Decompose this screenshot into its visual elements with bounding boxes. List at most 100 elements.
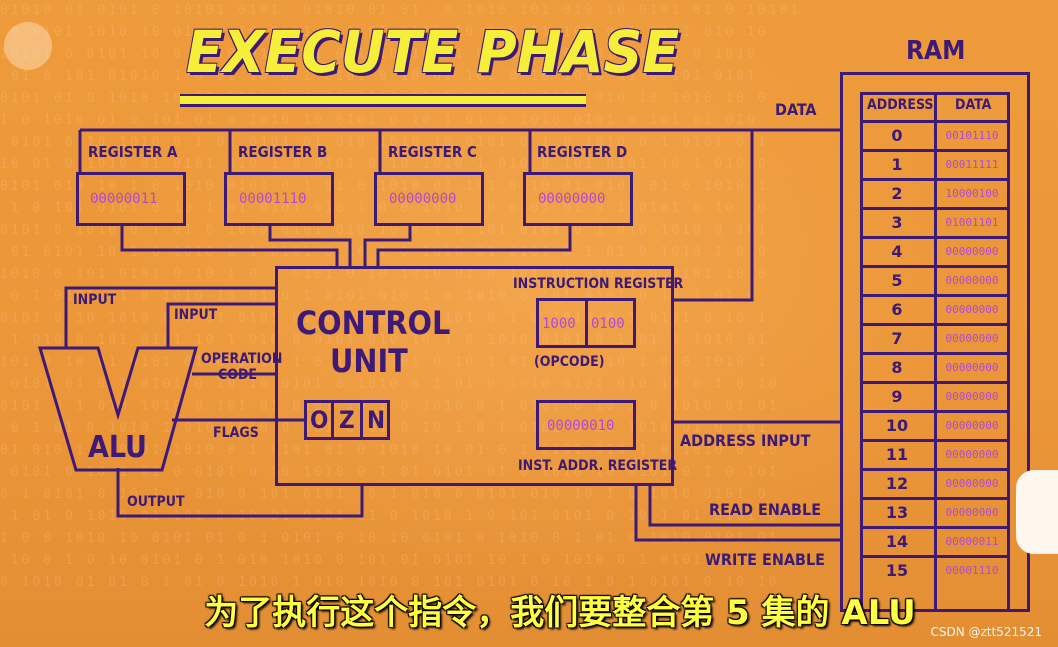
ram-address-cell: 2 <box>891 184 903 203</box>
opcode-label: (OPCODE) <box>534 354 605 370</box>
register-b-value: 00001110 <box>239 191 307 207</box>
register-a-value: 00000011 <box>90 191 158 207</box>
address-input-label: ADDRESS INPUT <box>680 431 811 450</box>
ram-address-cell: 10 <box>885 416 909 435</box>
control-unit-box <box>275 266 674 486</box>
ram-address-cell: 3 <box>891 213 903 232</box>
flag-n: N <box>367 406 386 434</box>
control-unit-label-line1: CONTROL <box>296 304 451 342</box>
watermark: CSDN @ztt521521 <box>930 625 1042 639</box>
instruction-register-label: INSTRUCTION REGISTER <box>513 276 684 292</box>
alu-code-label: CODE <box>218 367 258 383</box>
flag-o: O <box>310 406 329 434</box>
side-panel-tab[interactable] <box>1016 470 1058 554</box>
register-c-value: 00000000 <box>389 191 457 207</box>
ram-data-cell: 00011111 <box>945 158 999 171</box>
ram-row-divider <box>860 410 1010 413</box>
ram-address-cell: 12 <box>885 474 909 493</box>
ram-address-cell: 8 <box>891 358 903 377</box>
alu-input-a-label: INPUT <box>73 292 117 308</box>
ram-data-cell: 00000000 <box>945 303 999 316</box>
ram-row-divider <box>860 526 1010 529</box>
ram-data-cell: 01001101 <box>945 216 999 229</box>
register-c-label: REGISTER C <box>388 143 477 161</box>
ram-data-cell: 00000011 <box>945 535 999 548</box>
ram-address-cell: 9 <box>891 387 903 406</box>
title-underline <box>180 94 586 107</box>
ram-row-divider <box>860 497 1010 500</box>
ram-address-cell: 14 <box>885 532 909 551</box>
ram-row-divider <box>860 323 1010 326</box>
inst-addr-register-label: INST. ADDR. REGISTER <box>518 458 678 474</box>
alu-output-label: OUTPUT <box>127 494 185 510</box>
ram-data-cell: 00101110 <box>945 129 999 142</box>
ram-row-divider <box>860 439 1010 442</box>
alu-label: ALU <box>88 430 147 465</box>
ram-address-cell: 13 <box>885 503 909 522</box>
ram-address-cell: 15 <box>885 561 909 580</box>
pbs-logo-icon <box>4 22 52 70</box>
ram-row-divider <box>860 236 1010 239</box>
flags-divider-2 <box>360 400 363 440</box>
ram-address-cell: 0 <box>891 126 903 145</box>
ram-row-divider <box>860 381 1010 384</box>
ram-data-cell: 00000000 <box>945 361 999 374</box>
register-b-box <box>224 172 334 226</box>
inst-addr-register-value: 00000010 <box>547 418 615 434</box>
ram-data-cell: 00000000 <box>945 332 999 345</box>
flag-z: Z <box>339 406 355 434</box>
ram-row-divider <box>860 294 1010 297</box>
ram-row-divider <box>860 149 1010 152</box>
ram-title: RAM <box>906 36 966 66</box>
ram-row-divider <box>860 555 1010 558</box>
read-enable-label: READ ENABLE <box>709 500 822 519</box>
ram-data-cell: 00000000 <box>945 448 999 461</box>
alu-input-b-label: INPUT <box>174 307 218 323</box>
ram-data-cell: 00000000 <box>945 477 999 490</box>
instruction-register-opcode: 1000 <box>542 316 576 332</box>
ram-row-divider <box>860 207 1010 210</box>
ram-row-divider <box>860 178 1010 181</box>
register-d-label: REGISTER D <box>537 143 628 161</box>
flags-register-box <box>304 400 390 440</box>
ram-address-cell: 6 <box>891 300 903 319</box>
register-d-value: 00000000 <box>538 191 606 207</box>
write-enable-label: WRITE ENABLE <box>705 550 825 569</box>
alu-flags-label: FLAGS <box>213 425 259 441</box>
register-d-box <box>523 172 633 226</box>
ram-address-cell: 11 <box>885 445 909 464</box>
inst-addr-register-box <box>536 400 636 450</box>
alu-operation-label: OPERATION <box>201 351 283 367</box>
ram-address-cell: 5 <box>891 271 903 290</box>
instruction-register-divider <box>585 298 588 348</box>
ram-row-divider <box>860 120 1010 123</box>
register-b-label: REGISTER B <box>238 143 328 161</box>
ram-data-cell: 00000000 <box>945 390 999 403</box>
data-bus-label: DATA <box>775 100 817 119</box>
register-a-label: REGISTER A <box>88 143 178 161</box>
ram-data-header: DATA <box>955 97 992 113</box>
ram-data-cell: 00000000 <box>945 245 999 258</box>
ram-data-cell: 00000000 <box>945 274 999 287</box>
ram-data-cell: 00000000 <box>945 506 999 519</box>
register-a-box <box>76 172 186 226</box>
ram-data-cell: 10000100 <box>945 187 999 200</box>
flags-divider-1 <box>331 400 334 440</box>
ram-address-header: ADDRESS <box>867 97 934 113</box>
ram-data-cell: 00000000 <box>945 419 999 432</box>
subtitle-caption: 为了执行这个指令，我们要整合第 5 集的 ALU <box>204 593 916 633</box>
ram-row-divider <box>860 468 1010 471</box>
page-title: EXECUTE PHASE <box>186 18 680 86</box>
register-c-box <box>374 172 484 226</box>
ram-address-cell: 1 <box>891 155 903 174</box>
instruction-register-address: 0100 <box>591 316 625 332</box>
ram-row-divider <box>860 352 1010 355</box>
ram-row-divider <box>860 265 1010 268</box>
ram-address-cell: 4 <box>891 242 903 261</box>
ram-address-cell: 7 <box>891 329 903 348</box>
control-unit-label-line2: UNIT <box>330 342 408 380</box>
ram-data-cell: 00001110 <box>945 564 999 577</box>
